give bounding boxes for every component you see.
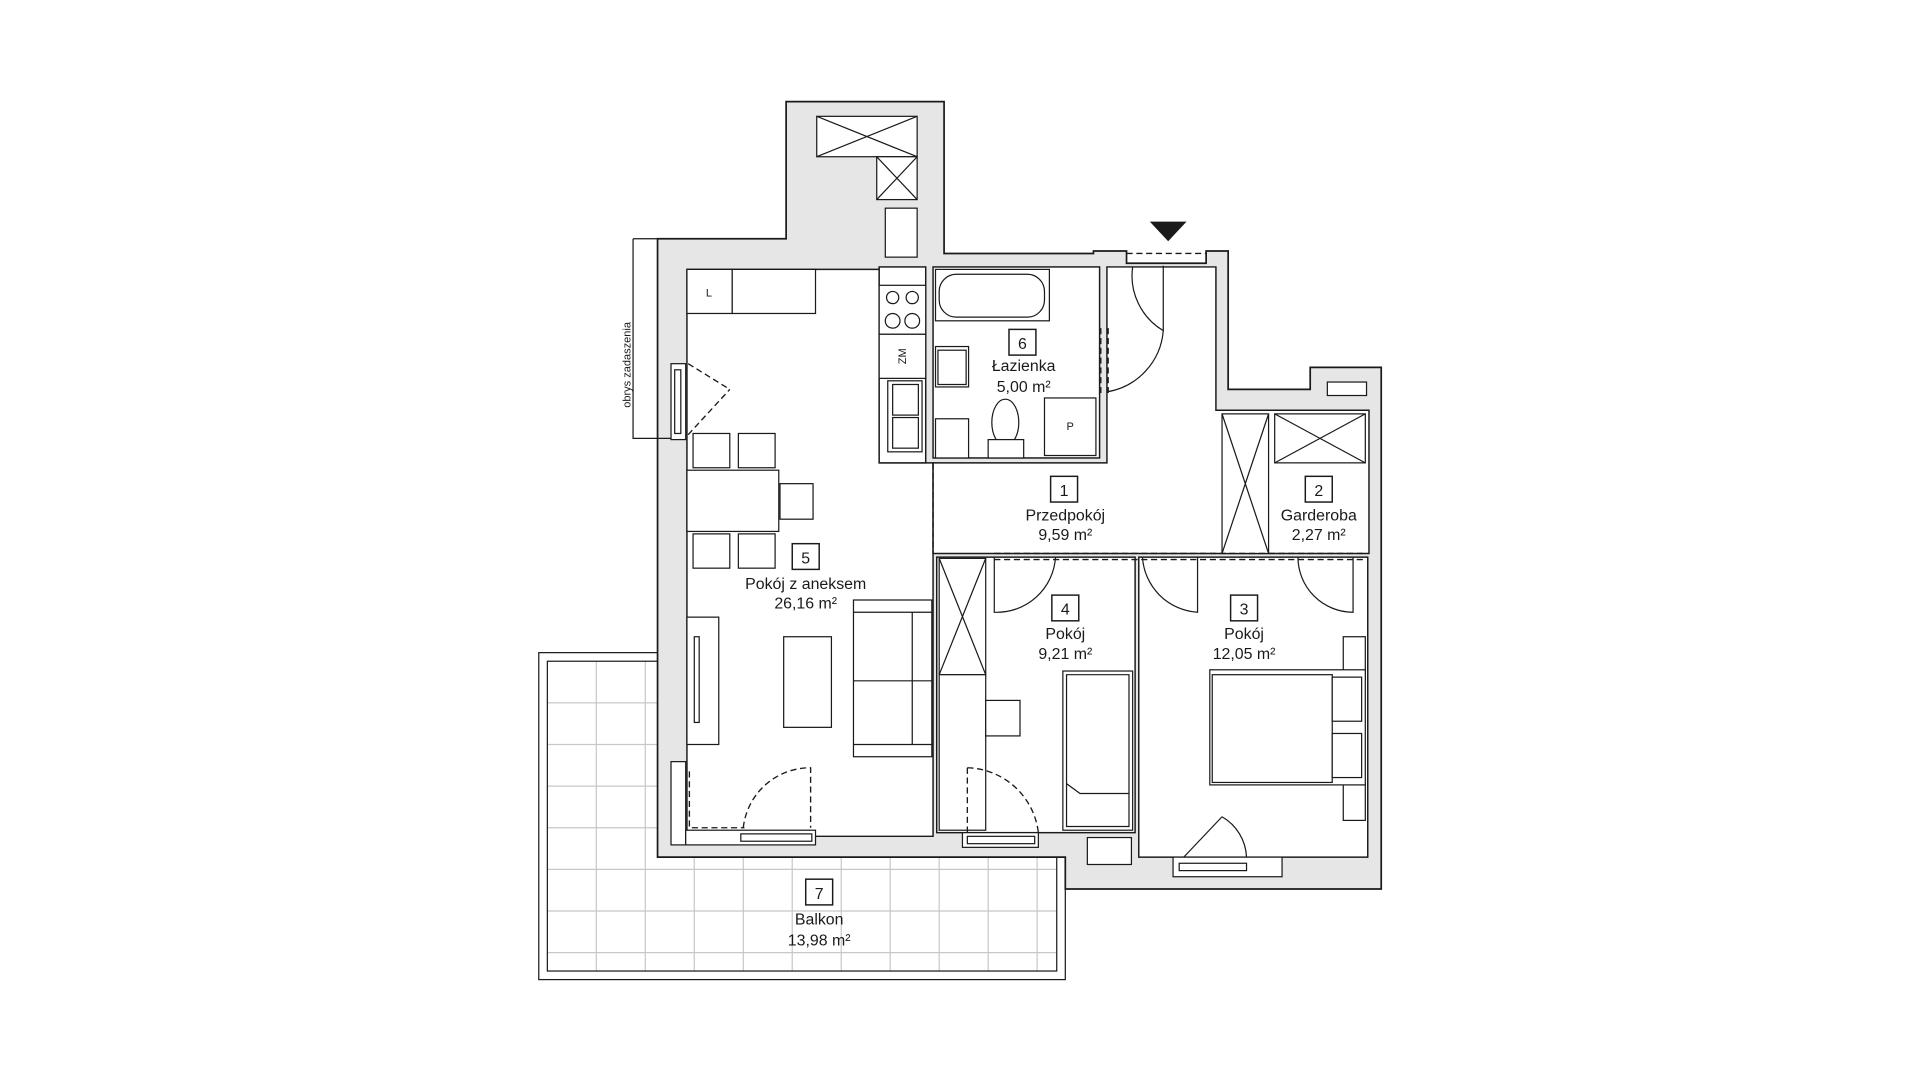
room-label-5: 5 Pokój z aneksem 26,16 m²: [745, 542, 866, 613]
bedroom-4-furniture: [938, 557, 1134, 831]
room-label-1: 1 Przedpokój 9,59 m²: [1026, 475, 1106, 544]
svg-text:2,27 m²: 2,27 m²: [1292, 527, 1346, 544]
svg-text:1: 1: [1060, 483, 1069, 500]
svg-text:7: 7: [815, 886, 824, 903]
fridge-label: L: [706, 287, 712, 299]
svg-text:Pokój: Pokój: [1224, 626, 1264, 643]
svg-text:Garderoba: Garderoba: [1281, 507, 1357, 524]
svg-text:9,21 m²: 9,21 m²: [1038, 646, 1092, 663]
svg-text:Przedpokój: Przedpokój: [1026, 507, 1106, 524]
svg-text:26,16 m²: 26,16 m²: [774, 596, 837, 613]
svg-text:9,59 m²: 9,59 m²: [1038, 527, 1092, 544]
svg-text:Pokój: Pokój: [1045, 626, 1085, 643]
room-label-4: 4 Pokój 9,21 m²: [1038, 594, 1092, 663]
svg-text:12,05 m²: 12,05 m²: [1213, 646, 1276, 663]
svg-text:2: 2: [1314, 483, 1323, 500]
svg-text:Pokój z aneksem: Pokój z aneksem: [745, 576, 866, 593]
room-label-3: 3 Pokój 12,05 m²: [1213, 594, 1276, 663]
bathroom-fixtures: [934, 268, 1097, 459]
room-label-6: 6 Łazienka 5,00 m²: [992, 328, 1056, 396]
bedroom-3-furniture: [1209, 636, 1366, 822]
ventilation-shafts: [816, 115, 1368, 866]
roof-outline-line: [632, 238, 672, 439]
oven-label: ZM: [897, 348, 909, 364]
svg-text:Balkon: Balkon: [795, 911, 844, 928]
windows: [670, 363, 1283, 878]
svg-text:3: 3: [1240, 602, 1249, 619]
roof-outline-label: obrys zadaszenia: [622, 321, 634, 408]
room-label-2: 2 Garderoba 2,27 m²: [1281, 475, 1357, 544]
doors[interactable]: [687, 252, 1363, 864]
entrance-arrow-icon: [1149, 221, 1187, 242]
svg-text:13,98 m²: 13,98 m²: [788, 932, 851, 949]
svg-text:Łazienka: Łazienka: [992, 358, 1056, 375]
kitchen-furniture: [686, 268, 927, 453]
washer-label: P: [1067, 421, 1074, 433]
svg-text:5: 5: [801, 550, 810, 567]
svg-text:5,00 m²: 5,00 m²: [997, 379, 1051, 396]
living-furniture: [686, 432, 933, 758]
svg-text:4: 4: [1061, 602, 1070, 619]
room-label-7: 7 Balkon 13,98 m²: [788, 878, 851, 949]
svg-text:6: 6: [1018, 336, 1027, 353]
